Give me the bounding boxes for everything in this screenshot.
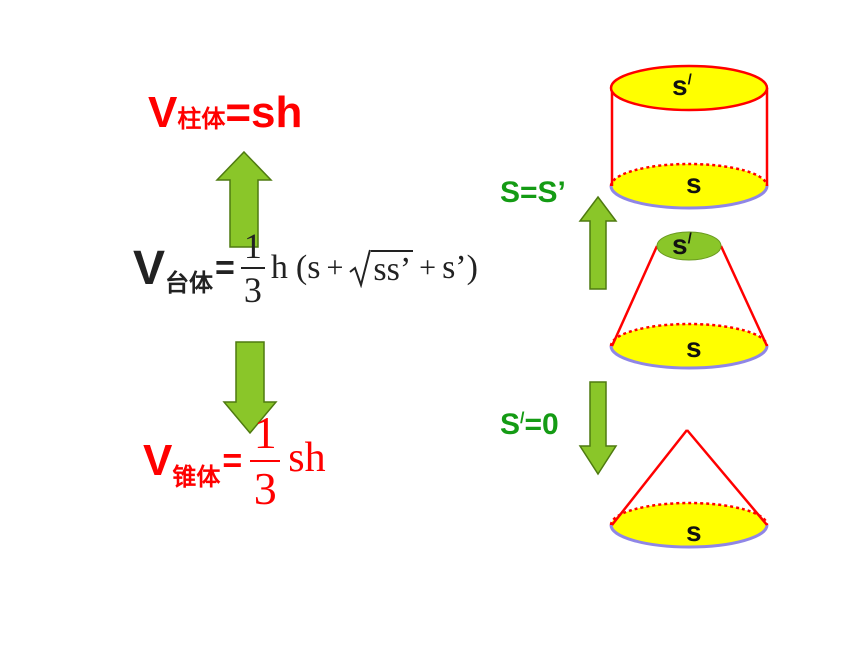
area-s: s	[307, 249, 321, 286]
frustum-shape	[609, 231, 769, 370]
cone-fraction-denominator: 3	[253, 463, 277, 514]
cylinder-shape	[609, 64, 769, 210]
cone-volume-symbol: V	[143, 436, 173, 485]
arrow-up-right-icon	[578, 195, 618, 290]
area-s-prime: s’	[442, 249, 467, 286]
cone-equals: =	[222, 441, 243, 480]
one-third-fraction: 1 3	[240, 226, 265, 310]
fraction-denominator: 3	[243, 270, 262, 310]
prism-rhs: =sh	[225, 88, 303, 137]
fraction-numerator: 1	[243, 226, 262, 266]
cone-fraction-bar	[250, 460, 281, 462]
arrow-down-icon	[222, 341, 278, 435]
frustum-equals: =	[215, 248, 235, 287]
fraction-bar	[240, 267, 265, 269]
frustum-top	[656, 231, 722, 261]
cylinder-top	[609, 64, 769, 112]
cone-base	[611, 503, 767, 547]
cone-shape	[609, 429, 769, 549]
frustum-top-s: s	[672, 229, 688, 260]
frustum-bottom-label: s	[686, 332, 702, 363]
frustum-base	[611, 324, 767, 368]
plus-sign-2: +	[419, 251, 437, 284]
open-paren: (	[295, 249, 308, 286]
frustum-subscript: 台体	[165, 270, 214, 297]
cone-bottom-label: s	[686, 516, 702, 547]
cone-one-third-fraction: 1 3	[250, 407, 281, 514]
cone-volume-formula: V 锥体 = 1 3 sh	[143, 410, 326, 512]
prism-volume-symbol: V	[148, 88, 178, 137]
prism-subscript: 柱体	[177, 106, 226, 133]
plus-sign: +	[326, 251, 344, 284]
cylinder-bottom-label: s	[686, 168, 702, 199]
cone-subscript: 锥体	[172, 463, 221, 491]
condition-top-zero: S/=0	[500, 408, 559, 442]
prism-volume-formula: V柱体=sh	[148, 88, 302, 138]
cylinder-base	[611, 164, 767, 208]
frustum-top-label: s/	[672, 229, 692, 261]
condition-prime: /	[520, 410, 525, 427]
height-symbol: h	[270, 249, 288, 286]
close-paren: )	[466, 249, 478, 286]
condition-s: S	[500, 408, 521, 441]
cylinder-top-s: s	[672, 70, 688, 101]
frustum-top-prime: /	[687, 230, 692, 248]
arrow-down-right-icon	[578, 381, 618, 476]
frustum-volume-formula: V 台体 = 1 3 h ( s + ss’ + s’ )	[133, 228, 478, 308]
arrow-up-icon	[215, 150, 273, 248]
radicand: ss’	[371, 250, 414, 289]
frustum-volume-symbol: V	[133, 241, 166, 295]
condition-equal-bases: S=S’	[500, 176, 566, 209]
cone-rhs: sh	[288, 435, 326, 481]
cylinder-top-prime: /	[687, 71, 692, 89]
cylinder-top-label: s/	[672, 70, 692, 102]
square-root: ss’	[349, 248, 414, 289]
radical-sign-icon	[349, 249, 372, 288]
cone-fraction-numerator: 1	[253, 407, 277, 458]
condition-eq-zero: =0	[524, 408, 559, 441]
